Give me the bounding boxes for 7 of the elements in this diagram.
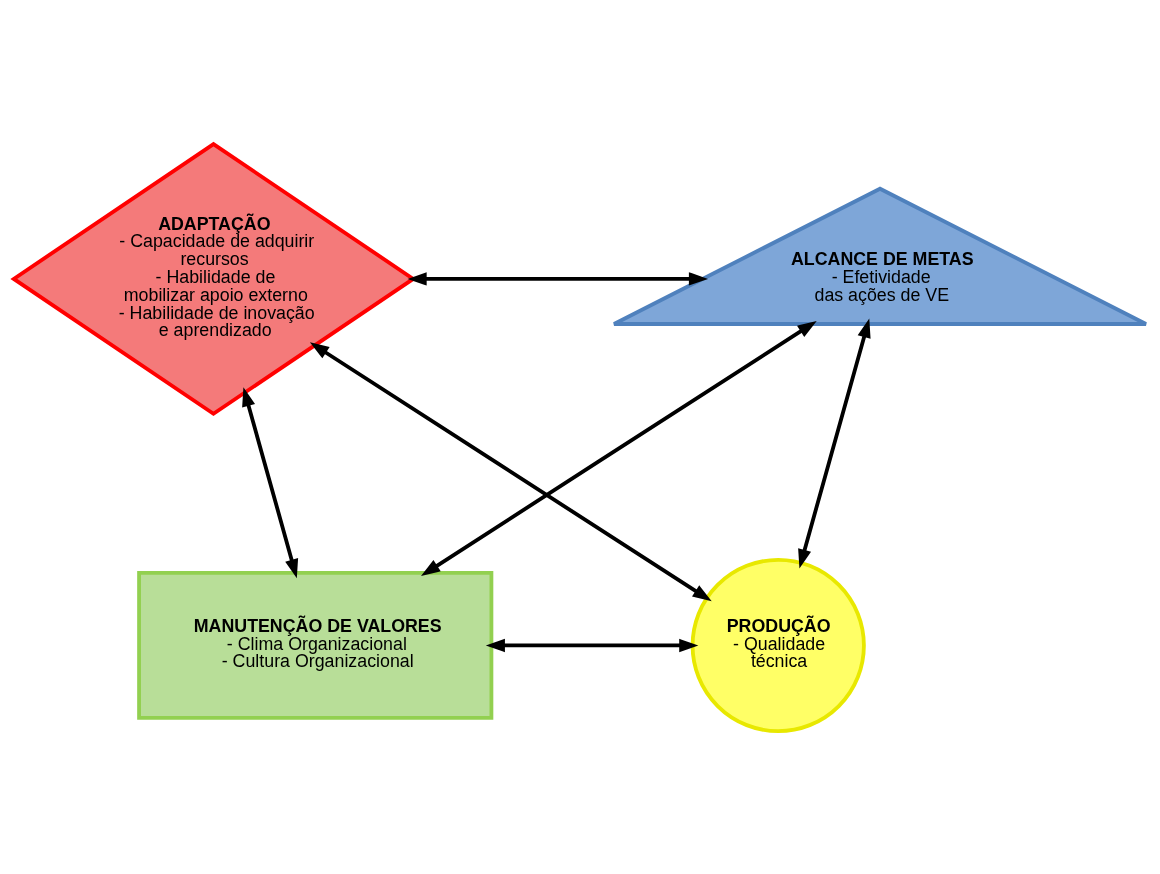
arrow [798,318,871,568]
arrow [407,271,709,286]
arrow [421,320,817,576]
arrow [309,341,712,601]
arrow [242,386,299,578]
node-box: MANUTENÇÃO DE VALORES - Clima Organizacional - Cultura Organizacional [137,570,494,720]
arrow [485,638,699,652]
